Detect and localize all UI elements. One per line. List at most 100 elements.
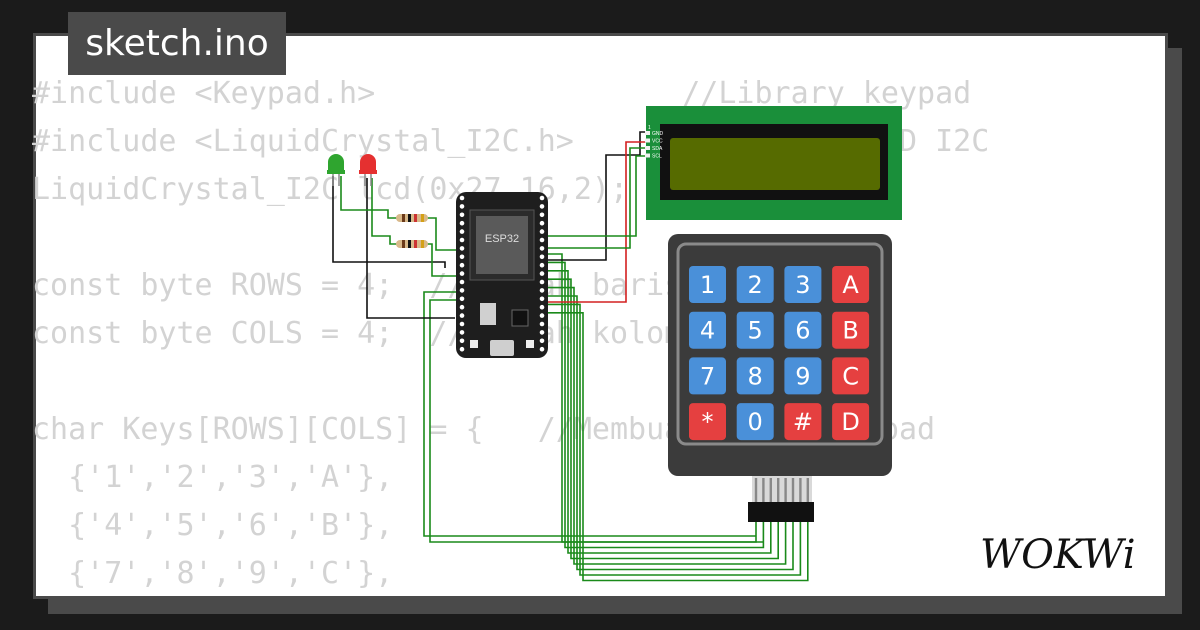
esp32-pin-left xyxy=(459,262,465,268)
esp32-pin-right xyxy=(539,330,545,335)
keypad-key-2[interactable]: 2 xyxy=(736,266,774,303)
esp32-pin-right xyxy=(539,220,545,226)
lcd-pin-label: VCC xyxy=(652,139,663,145)
keypad-wires xyxy=(423,253,809,582)
keypad-key-6[interactable]: 6 xyxy=(784,311,822,349)
lcd-pin xyxy=(645,131,650,135)
esp32-pin-left xyxy=(459,346,465,352)
lcd-pin-index: 1 xyxy=(648,125,651,131)
esp32-pin-left xyxy=(459,204,465,209)
esp32-pins xyxy=(459,195,545,352)
esp32-pin-right xyxy=(539,262,545,268)
esp32-pin-right xyxy=(539,304,545,310)
keypad-key-label: 9 xyxy=(795,362,810,390)
keypad-key-5[interactable]: 5 xyxy=(736,311,774,349)
esp32-pin-right xyxy=(539,288,545,293)
keypad-key-label: # xyxy=(793,408,813,436)
lcd-pin-label: SCL xyxy=(652,154,662,160)
esp32-pin-left xyxy=(459,338,465,344)
keypad-key-B[interactable]: B xyxy=(832,311,870,349)
esp32-pin-right xyxy=(539,321,545,327)
keypad-pin xyxy=(762,478,765,502)
esp32-pin-left xyxy=(459,279,465,285)
esp32-pin-left xyxy=(459,313,465,318)
keypad-key-*[interactable]: * xyxy=(689,403,726,441)
esp32-pin-right xyxy=(539,271,545,276)
keypad-key-1[interactable]: 1 xyxy=(689,266,726,303)
keypad-key-4[interactable]: 4 xyxy=(689,311,726,349)
keypad-pin xyxy=(754,478,758,502)
led-red xyxy=(359,154,377,186)
code-line: {'7','8','9','C'}, xyxy=(32,556,394,591)
lcd-pin xyxy=(645,153,650,158)
keypad-key-7[interactable]: 7 xyxy=(689,357,726,395)
keypad-key-label: 3 xyxy=(795,271,810,299)
keypad-key-D[interactable]: D xyxy=(832,403,870,441)
keypad-key-label: 5 xyxy=(748,317,763,345)
leds xyxy=(327,154,377,186)
resistors xyxy=(396,214,428,248)
esp32-pin-right xyxy=(539,229,545,234)
keypad-pin xyxy=(791,478,795,502)
keypad-key-3[interactable]: 3 xyxy=(784,266,822,303)
preview-card xyxy=(33,33,1168,599)
esp32-pin-right xyxy=(539,338,545,344)
esp32-pin-right xyxy=(539,237,545,243)
esp32-pin-left xyxy=(459,288,465,293)
esp32-pin-left xyxy=(459,296,465,302)
keypad-key-C[interactable]: C xyxy=(832,357,870,395)
keypad-key-label: 0 xyxy=(748,408,763,436)
keypad-key-label: 8 xyxy=(748,362,763,390)
wokwi-logo: WOKWi xyxy=(980,532,1136,578)
esp32-pin-right xyxy=(539,212,545,218)
esp32-pin-right xyxy=(539,296,545,302)
esp32-pin-left xyxy=(459,321,465,327)
keypad-key-label: C xyxy=(842,362,859,390)
led-wires xyxy=(332,176,458,319)
esp32-pin-left xyxy=(459,220,465,226)
esp32-pin-right xyxy=(539,246,545,251)
code-line: #include <Keypad.h> //Library keypad xyxy=(32,76,972,111)
esp32-pin-left xyxy=(459,254,465,260)
esp32-pin-right xyxy=(539,313,545,318)
lcd-wires xyxy=(548,131,650,303)
esp32-label: ESP32 xyxy=(485,233,519,245)
lcd-pin xyxy=(645,138,650,143)
lcd-pin xyxy=(645,146,650,150)
esp32-pin-left xyxy=(459,304,465,310)
esp32-pin-left xyxy=(459,246,465,251)
esp32-pin-right xyxy=(539,254,545,260)
esp32-pin-right xyxy=(539,195,545,201)
keypad-key-label: 1 xyxy=(700,271,715,299)
esp32-pin-left xyxy=(459,330,465,335)
keypad-key-label: 7 xyxy=(700,362,715,390)
keypad-key-0[interactable]: 0 xyxy=(736,403,774,441)
keypad-pin xyxy=(769,478,772,502)
file-name-tab: sketch.ino xyxy=(68,12,286,75)
code-line: {'4','5','6','B'}, xyxy=(32,508,394,543)
esp32-pin-left xyxy=(459,212,465,218)
keypad-pin xyxy=(784,478,787,502)
keypad-key-8[interactable]: 8 xyxy=(736,357,774,395)
code-line: {'1','2','3','A'}, xyxy=(32,460,394,495)
keypad-key-#[interactable]: # xyxy=(784,403,822,441)
resistor-2 xyxy=(396,240,428,248)
led-green xyxy=(327,154,345,186)
keypad-key-9[interactable]: 9 xyxy=(784,357,822,395)
keypad-key-label: D xyxy=(841,408,859,436)
wokwi-logo-text: WOKWi xyxy=(980,532,1136,578)
esp32-pin-left xyxy=(459,271,465,276)
esp32-pin-right xyxy=(539,204,545,209)
esp32-pin-left xyxy=(459,237,465,243)
keypad-key-A[interactable]: A xyxy=(832,266,870,303)
esp32-pin-left xyxy=(459,229,465,234)
keypad-key-label: * xyxy=(702,408,714,436)
keypad-pin xyxy=(777,478,780,502)
resistor-1 xyxy=(396,214,428,222)
keypad-key-label: 2 xyxy=(748,271,763,299)
